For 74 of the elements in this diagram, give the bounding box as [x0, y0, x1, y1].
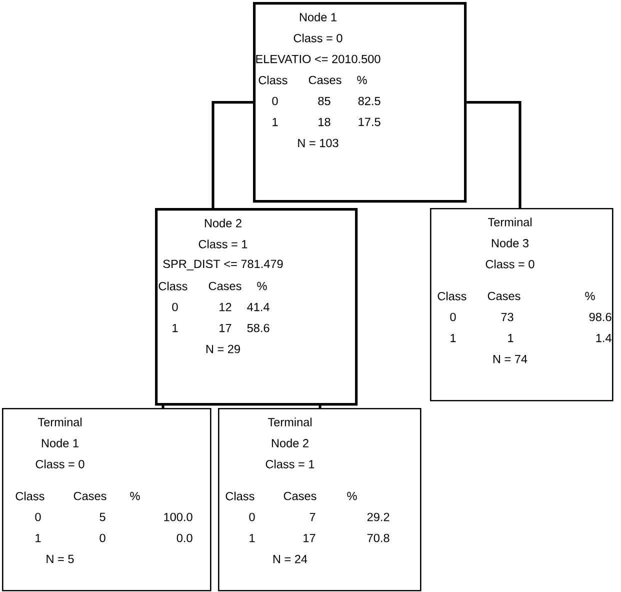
table-header: Cases	[208, 282, 242, 290]
table-cell: 1.4	[596, 334, 612, 342]
count-label: N = 74	[493, 354, 528, 364]
table-header: Class	[158, 282, 188, 290]
table-cell: 0	[249, 512, 255, 522]
table-cell: 0	[172, 302, 178, 312]
split-rule: SPR_DIST <= 781.479	[163, 260, 283, 270]
count-label: N = 103	[298, 138, 338, 148]
table-cell: 100.0	[164, 512, 192, 522]
table-header: %	[347, 492, 357, 500]
table-cell: 5	[100, 512, 106, 522]
table-cell: 0	[450, 312, 456, 322]
node-title: Node 2	[204, 218, 242, 228]
tree-node-box	[430, 208, 614, 402]
table-cell: 0	[35, 512, 41, 522]
count-label: N = 24	[273, 554, 308, 564]
table-cell: 82.5	[358, 96, 380, 106]
node-title: Node 3	[492, 238, 528, 248]
table-cell: 1	[36, 534, 41, 542]
table-cell: 17.5	[358, 118, 380, 126]
table-cell: 1	[450, 334, 456, 342]
count-label: N = 29	[206, 344, 240, 354]
connector-line	[318, 403, 322, 408]
table-cell: 1	[250, 534, 255, 542]
class-label: Class = 1	[266, 460, 314, 468]
table-header: Class	[16, 492, 44, 500]
table-cell: 41.4	[247, 302, 270, 312]
split-rule: ELEVATIO <= 2010.500	[256, 54, 380, 64]
connector-line	[212, 101, 253, 208]
node-title: Node 1	[300, 12, 336, 22]
table-cell: 0	[272, 96, 278, 106]
tree-node-box	[155, 208, 358, 406]
class-label: Class = 0	[486, 260, 534, 268]
table-cell: 85	[318, 96, 330, 106]
table-cell: 17	[304, 534, 316, 542]
table-cell: 7	[310, 512, 316, 522]
tree-node-box	[2, 408, 212, 592]
table-cell: 12	[220, 302, 232, 312]
class-label: Class = 0	[36, 460, 84, 468]
table-header: Cases	[308, 76, 342, 84]
table-cell: 73	[501, 312, 514, 322]
table-cell: 0	[100, 534, 106, 542]
tree-node-box	[218, 408, 422, 592]
table-cell: 70.8	[367, 534, 390, 542]
count-label: N = 5	[46, 554, 74, 564]
node-title: Node 1	[42, 438, 78, 448]
table-header: %	[130, 492, 140, 500]
table-header: %	[357, 76, 367, 84]
connector-line	[162, 403, 164, 408]
terminal-label: Terminal	[488, 218, 532, 226]
table-header: Class	[226, 492, 254, 500]
table-cell: 1	[172, 324, 178, 332]
terminal-label: Terminal	[38, 418, 82, 426]
connector-line	[466, 101, 522, 208]
class-label: Class = 1	[198, 240, 248, 248]
terminal-label: Terminal	[268, 418, 312, 426]
table-cell: 18	[318, 118, 330, 126]
table-cell: 17	[220, 324, 232, 332]
table-header: Class	[258, 76, 288, 84]
table-cell: 0.0	[176, 534, 192, 542]
table-header: Cases	[284, 492, 316, 500]
table-cell: 58.6	[247, 324, 270, 332]
table-header: Cases	[488, 292, 520, 300]
table-cell: 29.2	[367, 512, 390, 522]
table-cell: 1	[272, 118, 278, 126]
table-cell: 1	[508, 334, 514, 342]
class-label: Class = 0	[294, 34, 342, 42]
table-header: Class	[438, 292, 466, 300]
table-header: %	[257, 282, 267, 290]
table-header: %	[585, 292, 595, 300]
tree-node-box	[253, 2, 467, 203]
table-cell: 98.6	[589, 312, 612, 322]
table-header: Cases	[74, 492, 106, 500]
node-title: Node 2	[272, 438, 308, 448]
